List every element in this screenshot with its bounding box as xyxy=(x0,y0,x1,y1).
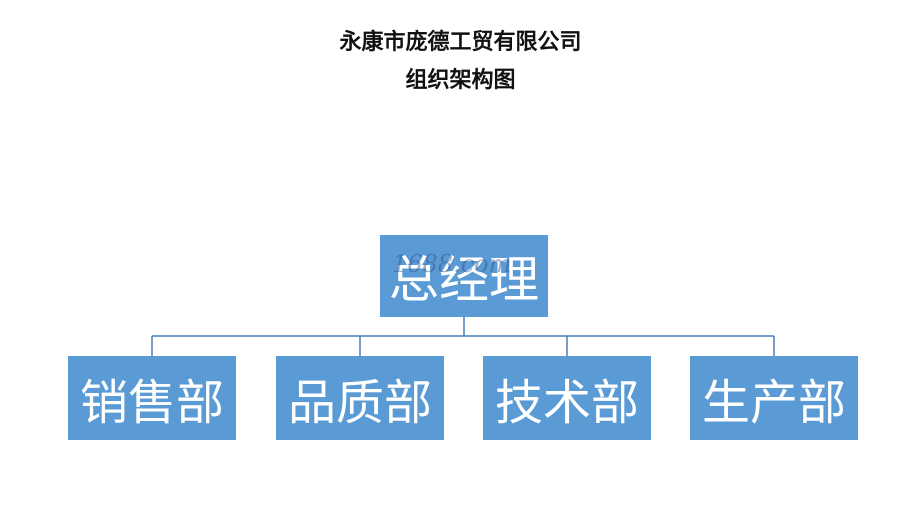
company-title: 永康市庞德工贸有限公司 xyxy=(339,30,582,55)
org-node-general-manager: 总经理 xyxy=(380,235,548,317)
org-node-sales: 销售部 xyxy=(68,356,236,440)
org-node-production: 生产部 xyxy=(690,356,858,440)
org-node-technology: 技术部 xyxy=(483,356,651,440)
org-node-quality: 品质部 xyxy=(276,356,444,440)
chart-title: 组织架构图 xyxy=(405,68,516,93)
